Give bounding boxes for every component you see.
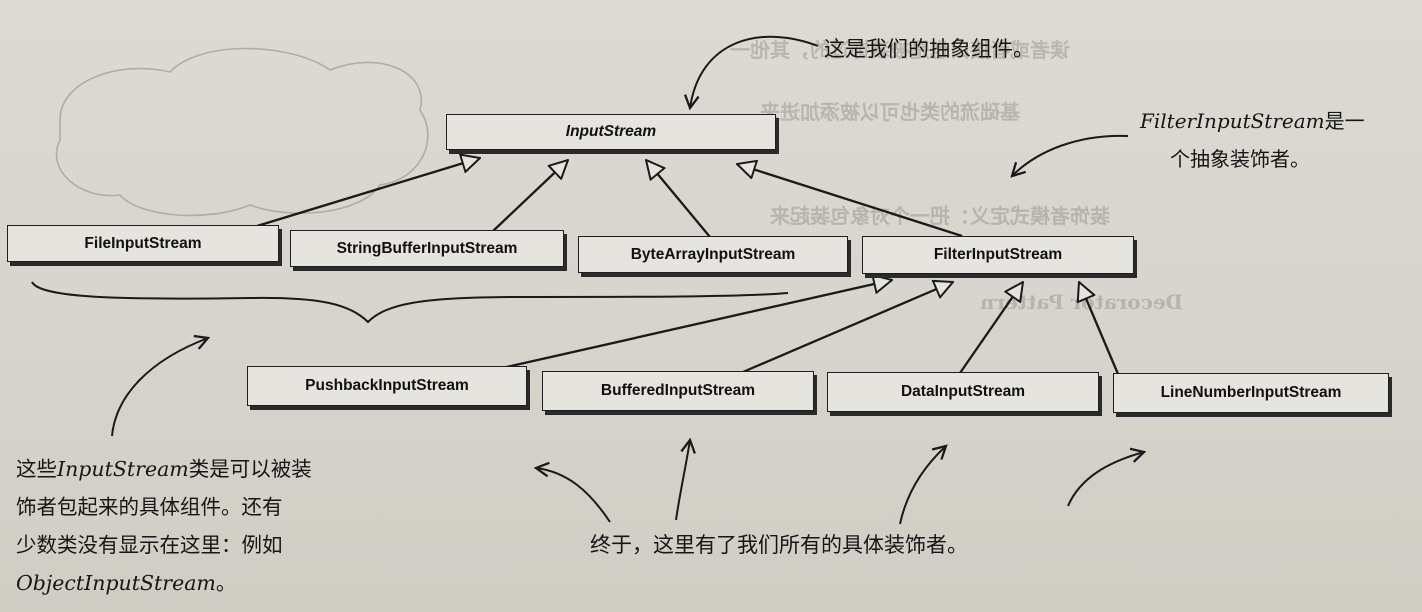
class-box-bufferedinputstream: BufferedInputStream <box>542 371 814 411</box>
inherit-line-filterinputstream <box>737 164 963 238</box>
pointer-arrow-decorator-4 <box>1067 452 1144 507</box>
pointer-arrow-decorator-2 <box>675 440 690 521</box>
pointer-arrow-abstract-component <box>690 35 819 108</box>
note-abstract-decorator-line2: 个抽象装饰者。 <box>1170 147 1310 171</box>
class-label-fileinputstream: FileInputStream <box>84 234 202 252</box>
inherit-line-linenumberinputstream <box>1079 282 1120 375</box>
note-concrete-decorators: 终于，这里有了我们所有的具体装饰者。 <box>590 533 968 557</box>
note-class-name: InputStream <box>57 457 189 481</box>
class-label-filterinputstream: FilterInputStream <box>933 246 1063 263</box>
class-box-stringbufferinputstream: StringBufferInputStream <box>290 230 564 267</box>
note-text: 类是可以被装 <box>188 457 312 481</box>
note-class-name: ObjectInputStream <box>16 571 216 595</box>
note-concrete-line1: 这些InputStream类是可以被装 <box>16 450 312 488</box>
inherit-line-datainputstream <box>959 282 1023 374</box>
inherit-line-bufferedinputstream <box>742 282 953 374</box>
note-concrete-line2: 饰者包起来的具体组件。还有 <box>16 495 283 519</box>
note-class-name: FilterInputStream <box>1140 109 1325 133</box>
pointer-arrow-concrete-components <box>111 338 208 437</box>
note-concrete-line4: ObjectInputStream。 <box>16 564 312 602</box>
class-label-stringbufferinputstream: StringBufferInputStream <box>336 239 518 257</box>
inherit-line-fileinputstream <box>256 158 480 228</box>
thought-cloud <box>55 47 429 217</box>
inherit-line-stringbufferinputstream <box>491 160 568 233</box>
class-box-pushbackinputstream: PushbackInputStream <box>247 366 527 406</box>
class-label-linenumberinputstream: LineNumberInputStream <box>1160 384 1342 401</box>
note-abstract-decorator-line1: FilterInputStream是一 <box>1140 102 1365 140</box>
pointer-arrow-decorator-3 <box>899 446 946 525</box>
note-abstract-decorator: FilterInputStream是一 个抽象装饰者。 <box>1140 102 1365 178</box>
inherit-line-pushbackinputstream <box>501 280 892 370</box>
inherit-line-bytearrayinputstream <box>646 160 711 238</box>
class-box-fileinputstream: FileInputStream <box>7 225 279 262</box>
note-abstract-component: 这是我们的抽象组件。 <box>824 37 1034 61</box>
class-label-bytearrayinputstream: ByteArrayInputStream <box>630 245 796 263</box>
note-text: 这些 <box>16 457 57 481</box>
class-label-inputstream: InputStream <box>565 123 657 140</box>
class-box-inputstream: InputStream <box>446 114 776 150</box>
note-text: 。 <box>215 571 237 595</box>
pointer-arrow-abstract-decorator <box>1012 134 1129 176</box>
class-label-datainputstream: DataInputStream <box>900 383 1026 400</box>
note-text: 是一 <box>1324 109 1365 133</box>
class-box-bytearrayinputstream: ByteArrayInputStream <box>578 236 848 273</box>
class-box-linenumberinputstream: LineNumberInputStream <box>1113 373 1389 413</box>
class-box-filterinputstream: FilterInputStream <box>862 236 1134 274</box>
note-concrete-line3: 少数类没有显示在这里：例如 <box>16 533 283 557</box>
concrete-components-brace <box>31 281 789 324</box>
note-concrete-components: 这些InputStream类是可以被装 饰者包起来的具体组件。还有 少数类没有显… <box>16 450 312 602</box>
pointer-arrow-decorator-1 <box>536 468 611 523</box>
class-label-bufferedinputstream: BufferedInputStream <box>600 382 756 399</box>
class-box-datainputstream: DataInputStream <box>827 372 1099 412</box>
class-label-pushbackinputstream: PushbackInputStream <box>305 377 469 394</box>
